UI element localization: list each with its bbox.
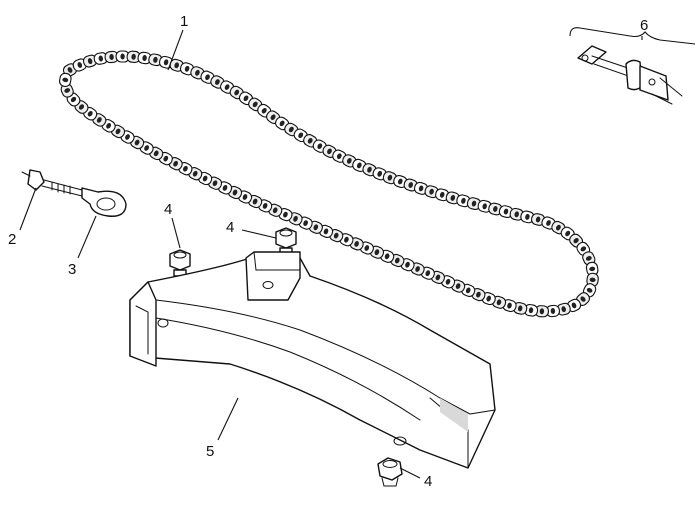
roller-chain	[58, 50, 599, 318]
chain-adjuster	[21, 169, 127, 217]
master-link-drawing	[577, 45, 683, 105]
chain-link	[82, 54, 98, 68]
callout-nut-bottom: 4	[424, 473, 432, 490]
callout-adjuster-eye: 3	[68, 261, 76, 278]
chain-guard	[129, 251, 496, 469]
callout-chain: 1	[180, 13, 188, 30]
callout-master-link: 6	[640, 17, 648, 34]
chain-link	[58, 72, 72, 88]
master-link-group	[569, 27, 696, 105]
chain-link	[104, 50, 119, 64]
chain-link	[534, 305, 549, 318]
callout-nut-top-center: 4	[226, 219, 234, 236]
callout-labels: 1 2 3 4 4 5 6 4	[8, 13, 648, 490]
nut-top-center	[275, 227, 297, 255]
nut-bottom	[377, 457, 403, 487]
chain-link	[582, 251, 596, 266]
chain-link	[393, 174, 408, 189]
chain-link	[509, 207, 524, 221]
callout-nut-top-left: 4	[164, 201, 172, 218]
chain-link	[498, 205, 514, 218]
callout-guard: 5	[206, 443, 214, 460]
nut-top-left	[169, 249, 191, 277]
leader-lines	[19, 29, 643, 479]
chain-link	[115, 50, 130, 63]
chain-link	[435, 188, 450, 202]
master-link-brace	[569, 27, 696, 45]
chain-link	[445, 191, 460, 205]
chain-link	[466, 197, 482, 211]
callout-adjuster-bolt: 2	[8, 231, 16, 248]
adjuster-eye	[81, 187, 127, 217]
chain-link	[585, 261, 599, 277]
adjuster-bolt	[21, 169, 83, 197]
chain-link	[477, 199, 492, 213]
chain-link	[523, 304, 539, 317]
